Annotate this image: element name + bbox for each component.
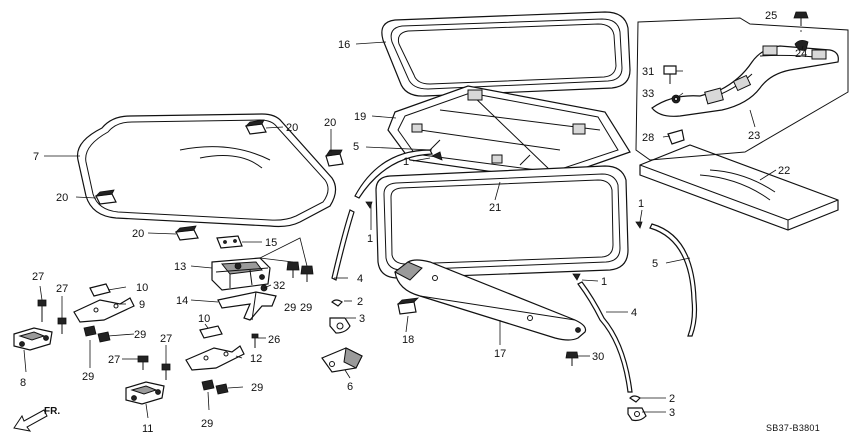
part-21-glass-seal (375, 165, 629, 279)
callout-16: 16 (338, 39, 350, 51)
callout-labels: 16 19 7 20 20 20 20 15 5 1 21 22 23 25 2… (20, 10, 807, 435)
callout-9: 9 (139, 299, 145, 311)
drawing-code: SB37-B3801 (766, 423, 820, 433)
callout-32: 32 (273, 280, 285, 292)
callout-3b: 3 (669, 407, 675, 419)
callout-22: 22 (778, 165, 790, 177)
part-17-trim (394, 259, 587, 341)
callout-7: 7 (33, 151, 39, 163)
callout-1b: 1 (367, 233, 373, 245)
callout-29f: 29 (201, 418, 213, 430)
callout-30: 30 (592, 351, 604, 363)
callout-26: 26 (268, 334, 280, 346)
callout-5a: 5 (353, 141, 359, 153)
part-19-sunroof-frame (387, 85, 631, 181)
callout-33: 33 (642, 88, 654, 100)
front-direction-arrow: FR. (13, 406, 60, 432)
callout-17: 17 (494, 348, 506, 360)
callout-5b: 5 (652, 258, 658, 270)
part-16-top-frame (381, 11, 631, 97)
callout-29e: 29 (82, 371, 94, 383)
callout-28: 28 (642, 132, 654, 144)
callout-29c: 29 (134, 329, 146, 341)
callout-20a: 20 (286, 122, 298, 134)
callout-20c: 20 (56, 192, 68, 204)
callout-27c: 27 (160, 333, 172, 345)
callout-1c: 1 (601, 276, 607, 288)
callout-29a: 29 (284, 302, 296, 314)
callout-23: 23 (748, 130, 760, 142)
parts-2-3-clamps (329, 299, 647, 422)
hinge-hardware (13, 119, 579, 405)
callout-29b: 29 (300, 302, 312, 314)
callout-18: 18 (402, 334, 414, 346)
leader-lines (23, 30, 804, 419)
part-7-glass-panel (76, 113, 337, 228)
callout-19: 19 (354, 111, 366, 123)
callout-29d: 29 (251, 382, 263, 394)
part-1-clips (365, 151, 643, 281)
callout-12: 12 (250, 353, 262, 365)
drain-tubes (331, 149, 698, 393)
part-22-sunshade (639, 144, 839, 231)
callout-11: 11 (142, 423, 153, 435)
callout-24: 24 (795, 48, 807, 60)
callout-2a: 2 (357, 296, 363, 308)
callout-31: 31 (642, 66, 654, 78)
callout-21: 21 (489, 202, 501, 214)
callout-10b: 10 (198, 313, 210, 325)
callout-25: 25 (765, 10, 777, 22)
callout-8: 8 (20, 377, 26, 389)
callout-10a: 10 (136, 282, 148, 294)
callout-27a: 27 (32, 271, 44, 283)
callout-20b: 20 (324, 117, 336, 129)
callout-13: 13 (174, 261, 186, 273)
callout-15: 15 (265, 237, 277, 249)
front-direction-label: FR. (44, 406, 60, 417)
callout-1d: 1 (638, 198, 644, 210)
callout-1a: 1 (403, 156, 409, 168)
part-6-bracket (321, 347, 363, 373)
callout-27b: 27 (56, 283, 68, 295)
part-23-harness-group (635, 11, 849, 161)
part-18-clip (396, 297, 420, 315)
callout-3a: 3 (359, 313, 365, 325)
callout-20d: 20 (132, 228, 144, 240)
callout-2b: 2 (669, 393, 675, 405)
callout-4a: 4 (357, 273, 363, 285)
callout-27d: 27 (108, 354, 120, 366)
callout-14: 14 (176, 295, 188, 307)
callout-6: 6 (347, 381, 353, 393)
callout-4b: 4 (631, 307, 637, 319)
